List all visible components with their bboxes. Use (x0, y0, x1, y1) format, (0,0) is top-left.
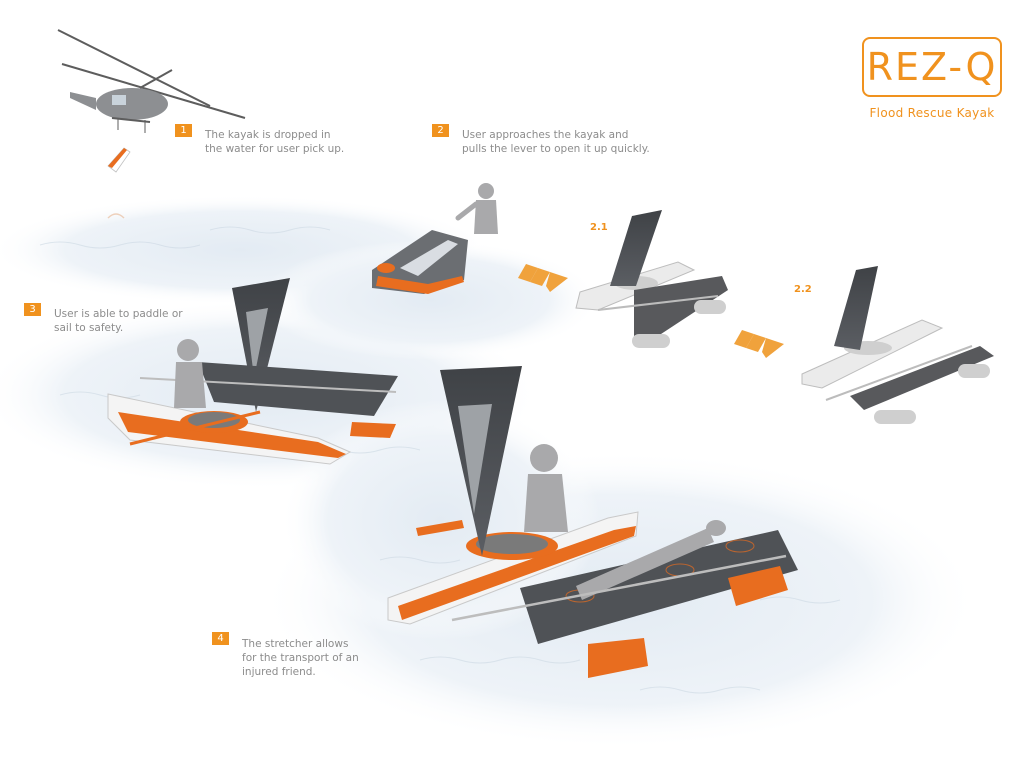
sub-step-label-2-1: 2.1 (590, 222, 608, 233)
step-text-line: User is able to paddle or (54, 308, 183, 320)
step-text-line: injured friend. (242, 666, 316, 678)
falling-kayak (107, 147, 131, 173)
logo-title: REZ-Q (866, 45, 998, 89)
step-badge: 2 (432, 124, 449, 137)
logo-subtitle: Flood Rescue Kayak (869, 106, 995, 120)
splash-reflection (107, 213, 125, 219)
step-text-line: for the transport of an (242, 652, 359, 664)
step-text-line: sail to safety. (54, 322, 124, 334)
step-badge: 4 (212, 632, 229, 645)
step-text-line: the water for user pick up. (205, 143, 345, 155)
step-text-line: pulls the lever to open it up quickly. (462, 143, 650, 155)
step-badge: 3 (24, 303, 41, 316)
logo: REZ-Q (862, 37, 1002, 97)
kayak-opening-2-1 (575, 210, 728, 348)
folded-kayak-with-user (372, 183, 498, 294)
kayak-stretcher-4 (387, 366, 798, 678)
arrow-right-icon (734, 330, 784, 358)
water-ripples (39, 226, 841, 694)
step-text-line: The stretcher allows (242, 638, 349, 650)
kayak-sailing-3 (107, 278, 398, 465)
arrow-right-icon (518, 264, 568, 292)
sub-step-label-2-2: 2.2 (794, 284, 812, 295)
step-text-line: User approaches the kayak and (462, 129, 629, 141)
kayak-open-2-2 (801, 266, 994, 424)
step-text-line: The kayak is dropped in (205, 129, 331, 141)
step-badge: 1 (175, 124, 192, 137)
helicopter-icon (57, 29, 246, 133)
